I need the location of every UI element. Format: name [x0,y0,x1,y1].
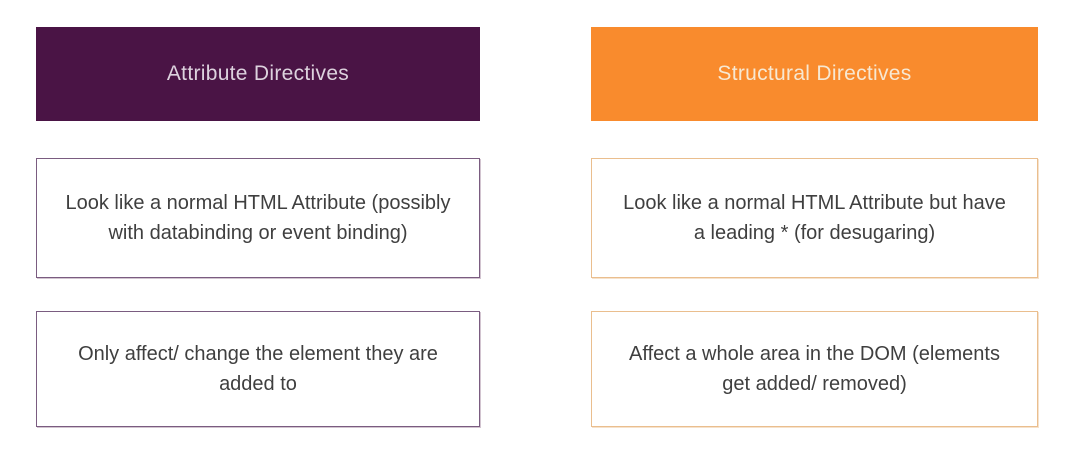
structural-directives-header: Structural Directives [591,27,1038,121]
attribute-directives-card-appearance: Look like a normal HTML Attribute (possi… [36,158,480,278]
attribute-directives-card-effect-text: Only affect/ change the element they are… [78,343,438,395]
structural-directives-card-effect-text: Affect a whole area in the DOM (elements… [629,343,1000,395]
attribute-directives-header-label: Attribute Directives [166,62,350,85]
structural-directives-card-effect: Affect a whole area in the DOM (elements… [591,311,1038,427]
attribute-directives-card-appearance-text: Look like a normal HTML Attribute (possi… [65,192,451,244]
structural-directives-card-appearance: Look like a normal HTML Attribute but ha… [591,158,1038,278]
structural-directives-card-appearance-text: Look like a normal HTML Attribute but ha… [623,192,1006,244]
attribute-directives-header: Attribute Directives [36,27,480,121]
attribute-directives-card-effect: Only affect/ change the element they are… [36,311,480,427]
structural-directives-header-label: Structural Directives [717,62,912,85]
